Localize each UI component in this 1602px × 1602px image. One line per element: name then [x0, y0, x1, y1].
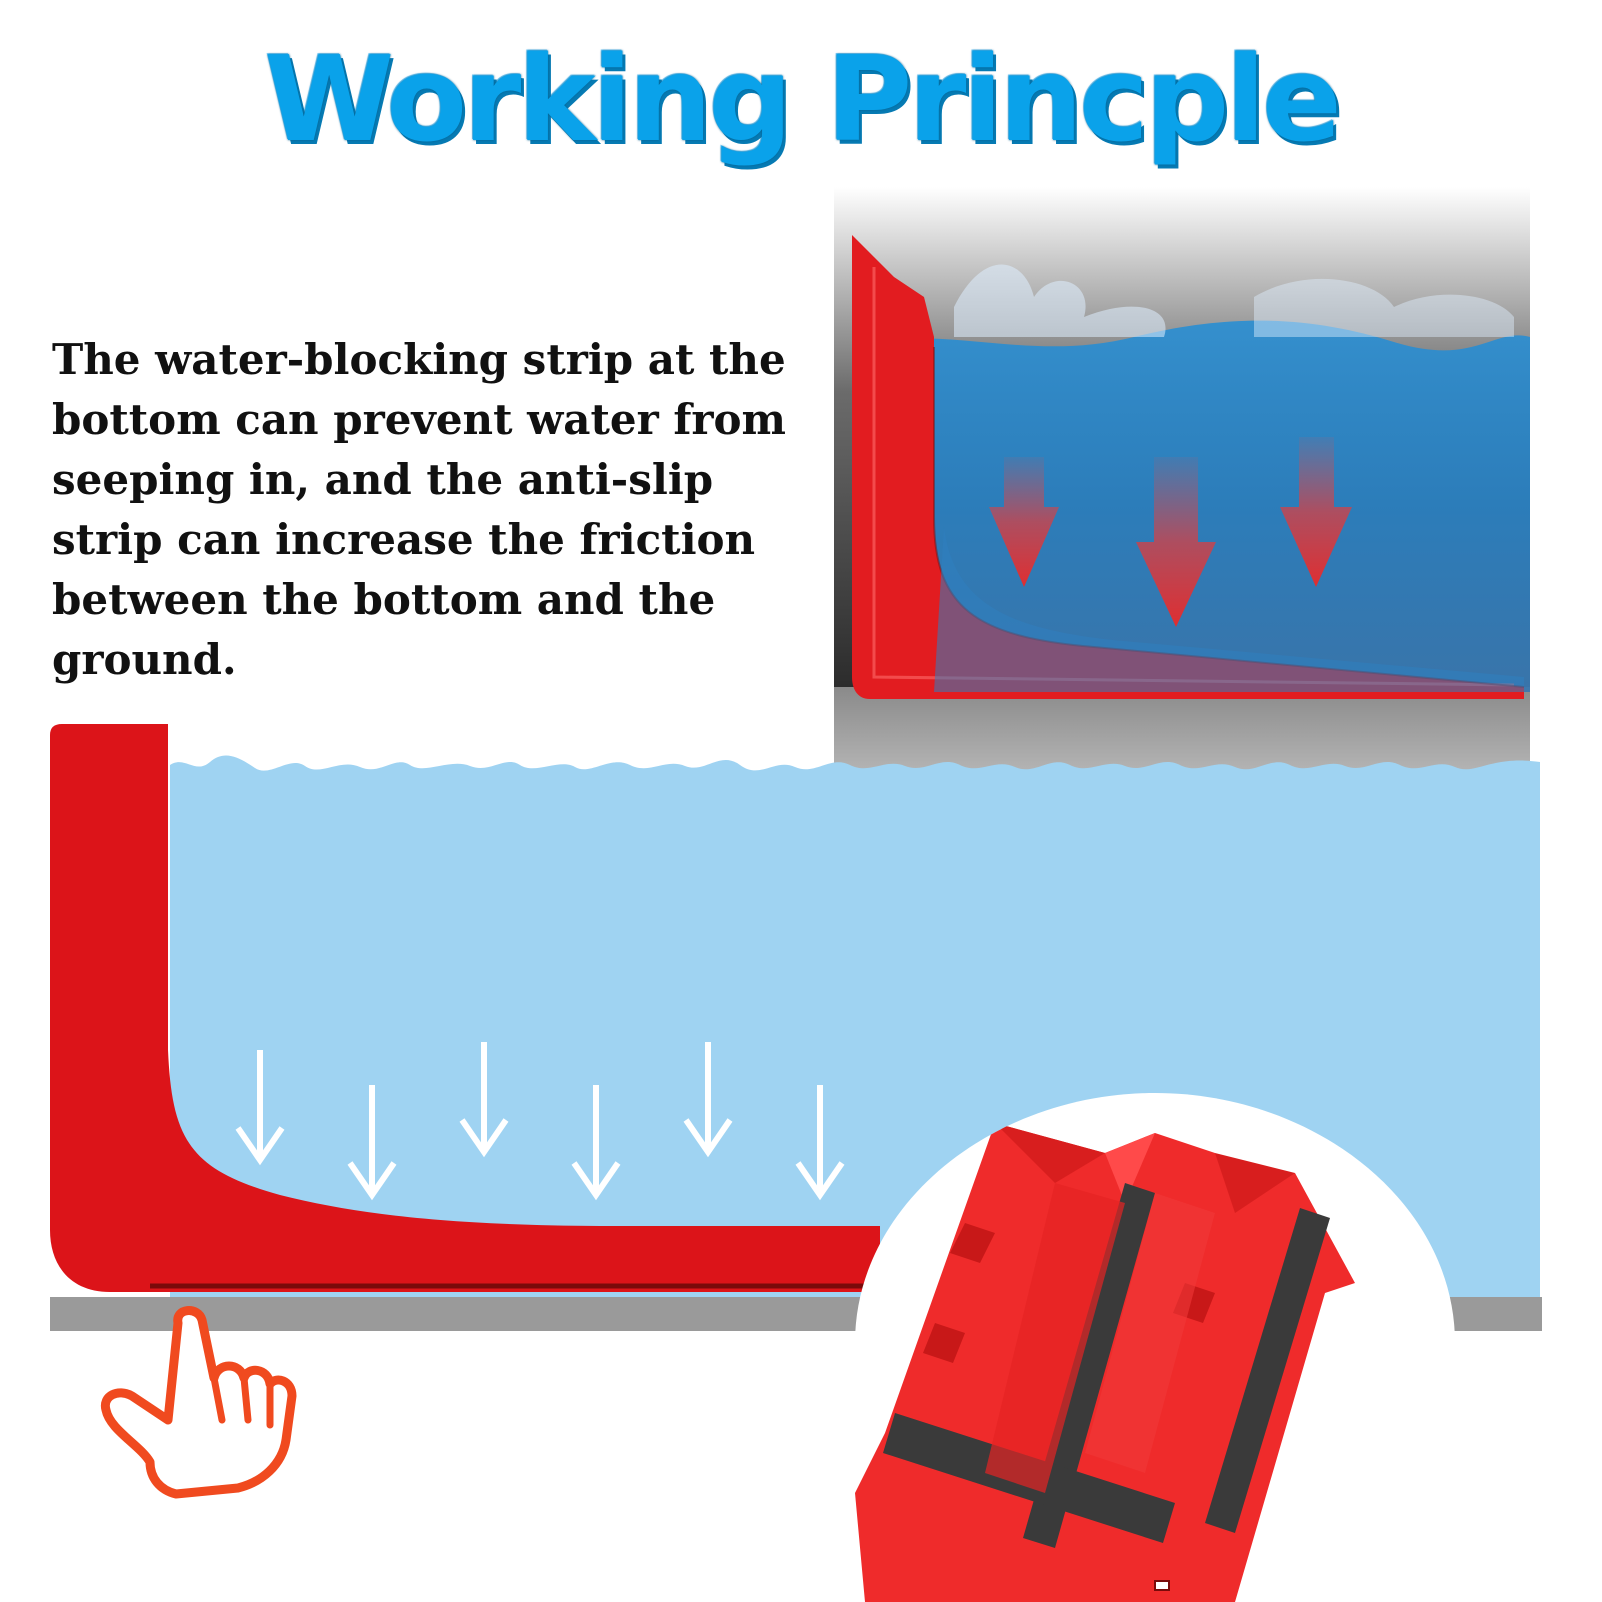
barrier-wall	[50, 724, 880, 1292]
pressure-arrow	[1280, 437, 1352, 587]
barrier-wall	[852, 235, 1524, 699]
description-text: The water-blocking strip at the bottom c…	[52, 335, 786, 684]
anti-slip-strip	[1205, 1208, 1330, 1533]
pressure-arrow	[989, 457, 1059, 587]
page-title: Working Princple	[264, 30, 1342, 168]
water-splash	[954, 264, 1166, 337]
down-arrow-icon	[235, 1050, 285, 1166]
hand-pointer-icon	[100, 1306, 297, 1499]
water-barrier-photo	[834, 187, 1530, 772]
down-arrow-icon	[683, 1042, 733, 1158]
down-arrow-icon	[571, 1085, 621, 1201]
pressure-arrow	[1136, 457, 1216, 627]
down-arrow-icon	[459, 1042, 509, 1158]
product-closeup-image	[855, 1093, 1455, 1602]
anti-slip-strip	[1023, 1183, 1155, 1548]
down-arrow-icon	[347, 1085, 397, 1201]
down-arrow-icon	[795, 1085, 845, 1201]
